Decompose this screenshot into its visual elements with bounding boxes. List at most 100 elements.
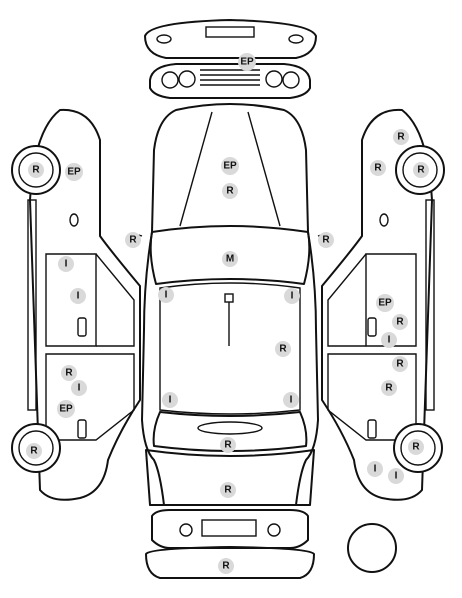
marker-label: EP bbox=[223, 161, 237, 172]
damage-marker-ep-right-front-door: EP bbox=[376, 294, 394, 312]
spare-wheel bbox=[347, 523, 397, 573]
damage-marker-r-right-front-door: R bbox=[392, 314, 408, 330]
marker-badge bbox=[125, 232, 141, 248]
rear-bumper-view bbox=[145, 509, 315, 579]
marker-badge bbox=[218, 558, 234, 574]
damage-marker-ep-top: EP bbox=[238, 53, 256, 71]
marker-label: R bbox=[385, 383, 393, 394]
marker-label: R bbox=[279, 344, 287, 355]
marker-badge bbox=[392, 314, 408, 330]
damage-marker-i-left-rear-door: I bbox=[71, 380, 87, 396]
marker-label: I bbox=[290, 395, 293, 406]
marker-label: M bbox=[226, 254, 234, 265]
damage-marker-r-right-rear-door-1: R bbox=[392, 356, 408, 372]
damage-marker-i-pillar-rr: I bbox=[283, 392, 299, 408]
marker-label: EP bbox=[378, 298, 392, 309]
marker-label: R bbox=[412, 442, 420, 453]
marker-badge bbox=[70, 288, 86, 304]
damage-marker-r-left-front-wheel: R bbox=[28, 162, 44, 178]
marker-badge bbox=[158, 287, 174, 303]
marker-badge bbox=[220, 482, 236, 498]
damage-marker-i-left-front-door-1: I bbox=[58, 256, 74, 272]
damage-marker-i-right-rear-1: I bbox=[367, 461, 383, 477]
damage-marker-r-left-rear-door: R bbox=[61, 365, 77, 381]
damage-marker-r-right-fender: R bbox=[370, 160, 386, 176]
marker-label: I bbox=[388, 335, 391, 346]
marker-badge bbox=[318, 232, 334, 248]
marker-badge bbox=[367, 461, 383, 477]
damage-marker-ep-hood: EP bbox=[221, 157, 239, 175]
marker-badge bbox=[26, 443, 42, 459]
marker-label: R bbox=[374, 163, 382, 174]
marker-badge bbox=[222, 251, 238, 267]
marker-label: I bbox=[77, 291, 80, 302]
damage-marker-r-trunk: R bbox=[220, 437, 236, 453]
marker-badge bbox=[220, 437, 236, 453]
damage-marker-r-left-rear-wheel: R bbox=[26, 443, 42, 459]
marker-badge bbox=[58, 256, 74, 272]
marker-label: R bbox=[129, 235, 137, 246]
marker-label: R bbox=[222, 561, 230, 572]
damage-marker-r-roof: R bbox=[275, 341, 291, 357]
marker-badge bbox=[57, 400, 75, 418]
marker-label: I bbox=[65, 259, 68, 270]
marker-label: I bbox=[291, 291, 294, 302]
marker-label: R bbox=[30, 446, 38, 457]
marker-badge bbox=[71, 380, 87, 396]
marker-badge bbox=[283, 392, 299, 408]
marker-label: R bbox=[322, 235, 330, 246]
front-bumper-view bbox=[144, 19, 317, 59]
damage-marker-ep-left-rear-door: EP bbox=[57, 400, 75, 418]
marker-badge bbox=[162, 392, 178, 408]
marker-badge bbox=[61, 365, 77, 381]
marker-badge bbox=[222, 183, 238, 199]
marker-label: I bbox=[165, 290, 168, 301]
damage-marker-r-mirror-left: R bbox=[125, 232, 141, 248]
marker-label: I bbox=[169, 395, 172, 406]
marker-badge bbox=[388, 468, 404, 484]
damage-marker-i-right-front-door: I bbox=[381, 332, 397, 348]
damage-marker-m-roof: M bbox=[222, 251, 238, 267]
marker-label: I bbox=[78, 383, 81, 394]
marker-badge bbox=[392, 356, 408, 372]
marker-label: R bbox=[226, 186, 234, 197]
marker-badge bbox=[65, 163, 83, 181]
marker-label: R bbox=[224, 440, 232, 451]
damage-marker-r-right-rear-wheel: R bbox=[408, 439, 424, 455]
marker-badge bbox=[370, 160, 386, 176]
marker-badge bbox=[393, 129, 409, 145]
damage-marker-i-pillar-fr: I bbox=[284, 288, 300, 304]
marker-badge bbox=[238, 53, 256, 71]
marker-badge bbox=[381, 332, 397, 348]
damage-marker-r-mirror-right: R bbox=[318, 232, 334, 248]
marker-label: R bbox=[396, 359, 404, 370]
damage-marker-r-hood: R bbox=[222, 183, 238, 199]
damage-marker-r-right-rear-door-2: R bbox=[381, 380, 397, 396]
marker-label: R bbox=[397, 132, 405, 143]
damage-marker-i-pillar-rl: I bbox=[162, 392, 178, 408]
marker-badge bbox=[275, 341, 291, 357]
marker-badge bbox=[28, 162, 44, 178]
damage-marker-r-right-top: R bbox=[393, 129, 409, 145]
marker-label: R bbox=[32, 165, 40, 176]
marker-badge bbox=[381, 380, 397, 396]
front-grille-view bbox=[149, 63, 311, 99]
marker-label: R bbox=[224, 485, 232, 496]
marker-badge bbox=[408, 439, 424, 455]
damage-marker-r-right-front-wheel: R bbox=[413, 162, 429, 178]
damage-marker-i-pillar-fl: I bbox=[158, 287, 174, 303]
damage-marker-i-left-front-door-2: I bbox=[70, 288, 86, 304]
marker-label: R bbox=[65, 368, 73, 379]
damage-marker-r-rear-bumper: R bbox=[220, 482, 236, 498]
marker-label: EP bbox=[59, 404, 73, 415]
damage-marker-r-rear-bottom: R bbox=[218, 558, 234, 574]
marker-label: R bbox=[417, 165, 425, 176]
marker-label: I bbox=[395, 471, 398, 482]
marker-badge bbox=[284, 288, 300, 304]
marker-label: EP bbox=[67, 167, 81, 178]
marker-badge bbox=[221, 157, 239, 175]
marker-label: EP bbox=[240, 57, 254, 68]
marker-label: R bbox=[396, 317, 404, 328]
